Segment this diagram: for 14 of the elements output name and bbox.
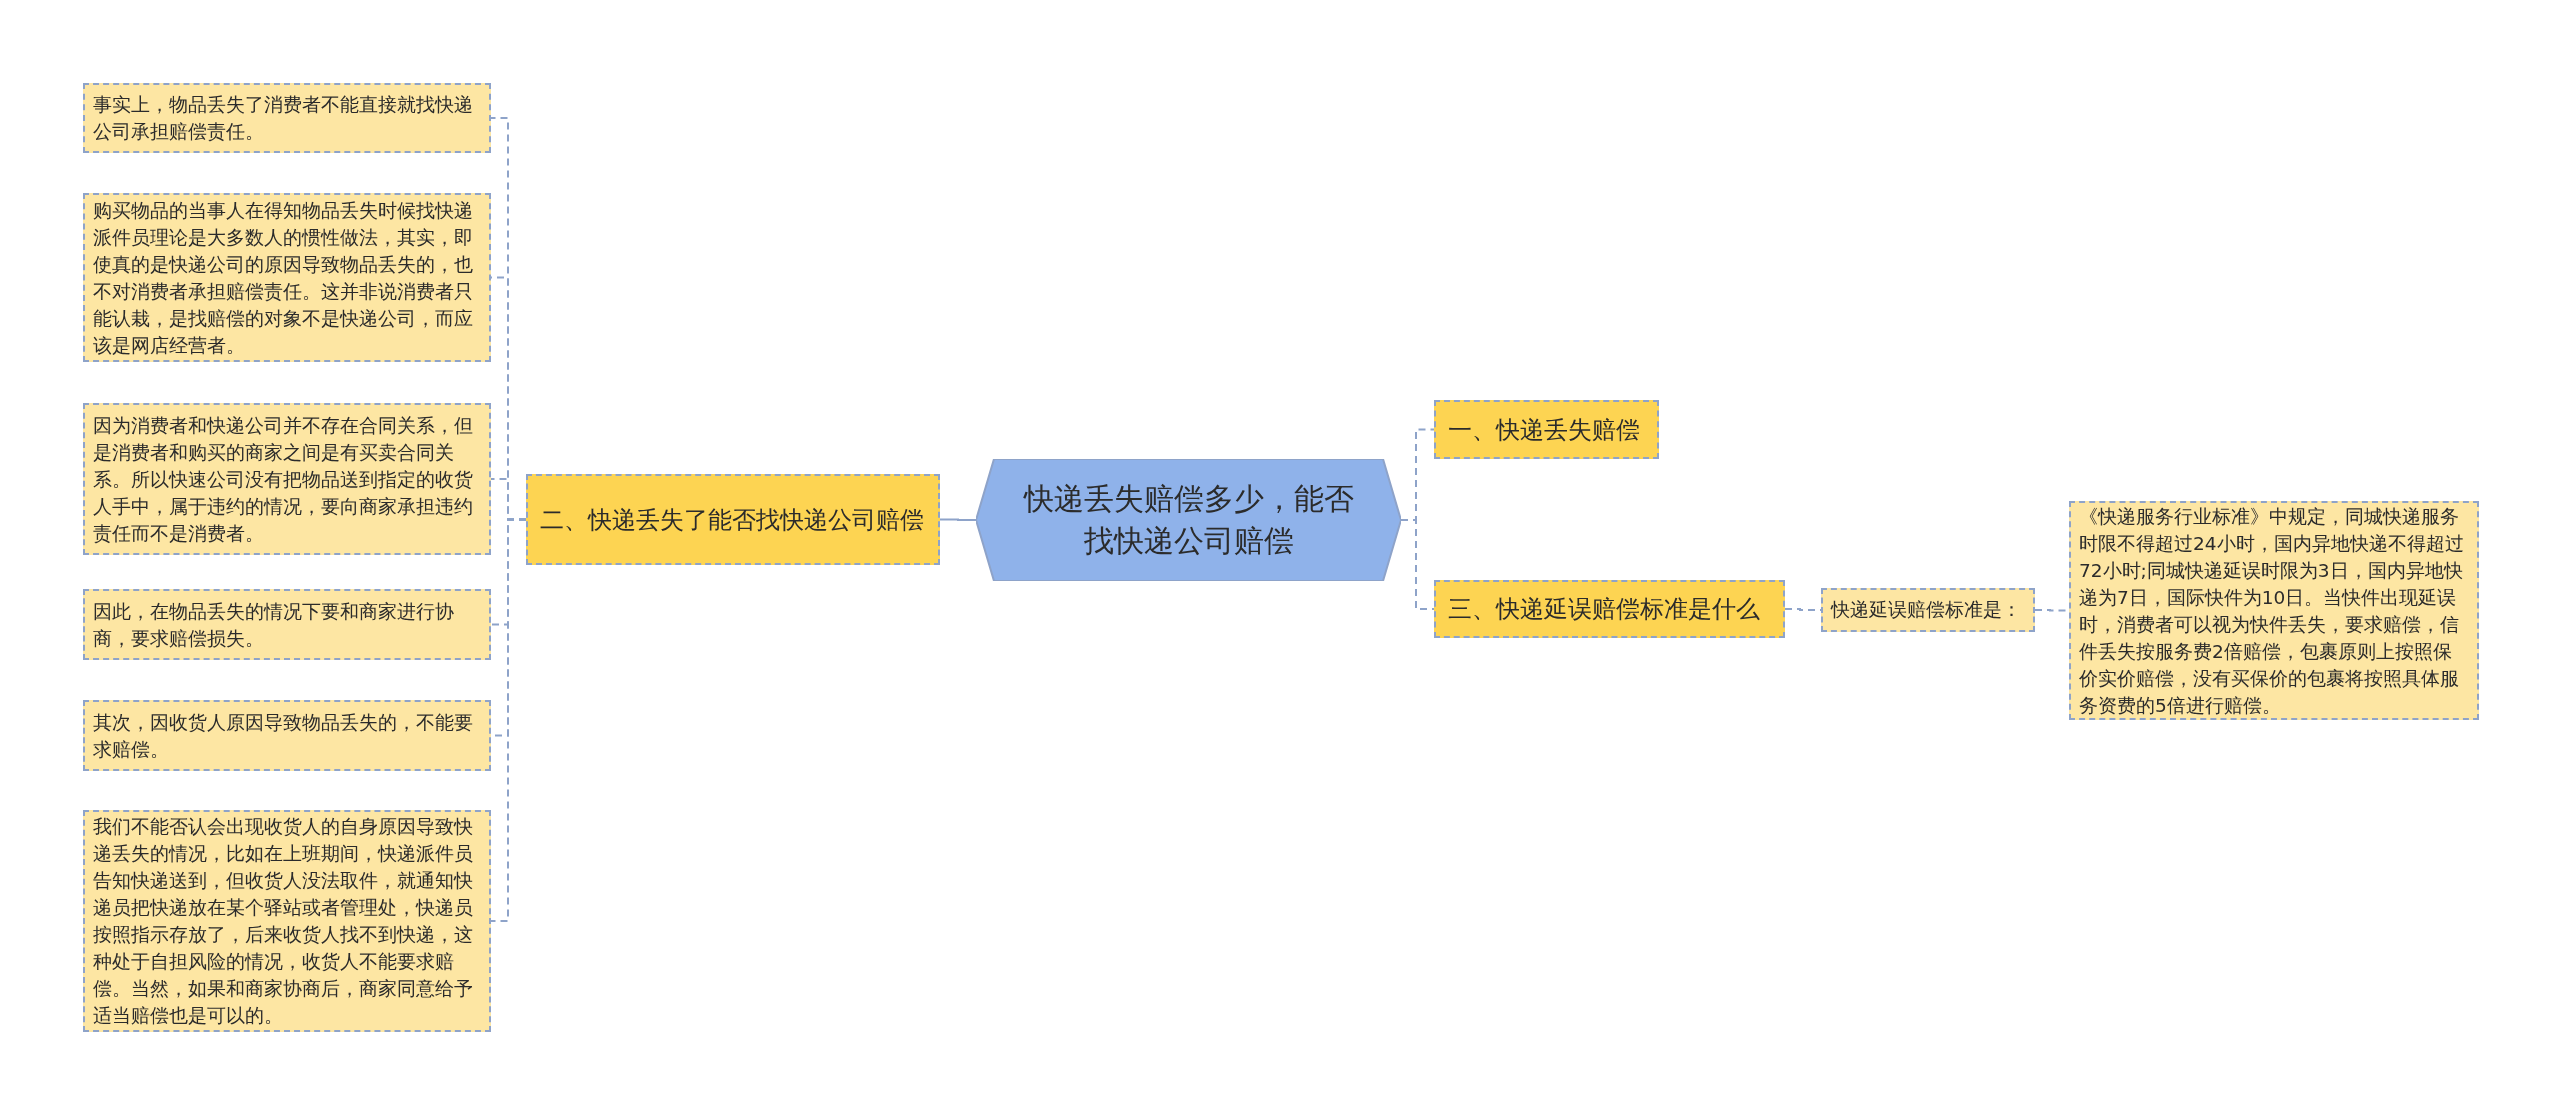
- text-box: 我们不能否认会出现收货人的自身原因导致快递丢失的情况，比如在上班期间，快递派件员告知快递送到，但收货人没法取件，就通知快递员把快递放在某个驿站或者管理处，快递员按照指示存放了，后来收货人找不到快递，这种处于自担风险的情况，收货人不能要求赔偿。当然，如果和商家协商后，商家同意给予适当赔偿也是可以的。: [83, 810, 491, 1032]
- text-box: 快递延误赔偿标准是：: [1821, 588, 2035, 632]
- text-box: 事实上，物品丢失了消费者不能直接就找快递公司承担赔偿责任。: [83, 83, 491, 153]
- branch-box: 三、快递延误赔偿标准是什么: [1434, 580, 1785, 638]
- branch-box: 二、快递丢失了能否找快递公司赔偿: [526, 474, 940, 565]
- text-box: 其次，因收货人原因导致物品丢失的，不能要求赔偿。: [83, 700, 491, 771]
- connector-line: [939, 518, 977, 521]
- text-box: 《快递服务行业标准》中规定，同城快递服务时限不得超过24小时，国内异地快递不得超过72小时;同城快递延误时限为3日，国内异地快递为7日，国际快件为10日。当快件出现延误时，消费者可以视为快件丢失，要求赔偿，信件丢失按服务费2倍赔偿，包裹原则上按照保价实价赔偿，没有买保价的包裹将按照具体服务资费的5倍进行赔偿。: [2069, 501, 2479, 720]
- text-box: 因为消费者和快递公司并不存在合同关系，但是消费者和购买的商家之间是有买卖合同关系。所以快速公司没有把物品送到指定的收货人手中，属于违约的情况，要向商家承担违约责任而不是消费者。: [83, 403, 491, 555]
- connector-line: [1400, 519, 1435, 610]
- topic-hexagon: 快递丢失赔偿多少，能否找快递公司赔偿: [976, 459, 1401, 581]
- branch-box: 一、快递丢失赔偿: [1434, 400, 1659, 459]
- text-box: 购买物品的当事人在得知物品丢失时候找快递派件员理论是大多数人的惯性做法，其实，即使真的是快递公司的原因导致物品丢失的，也不对消费者承担赔偿责任。这并非说消费者只能认栽，是找赔偿的对象不是快递公司，而应该是网店经营者。: [83, 193, 491, 362]
- text-box: 因此，在物品丢失的情况下要和商家进行协商，要求赔偿损失。: [83, 589, 491, 660]
